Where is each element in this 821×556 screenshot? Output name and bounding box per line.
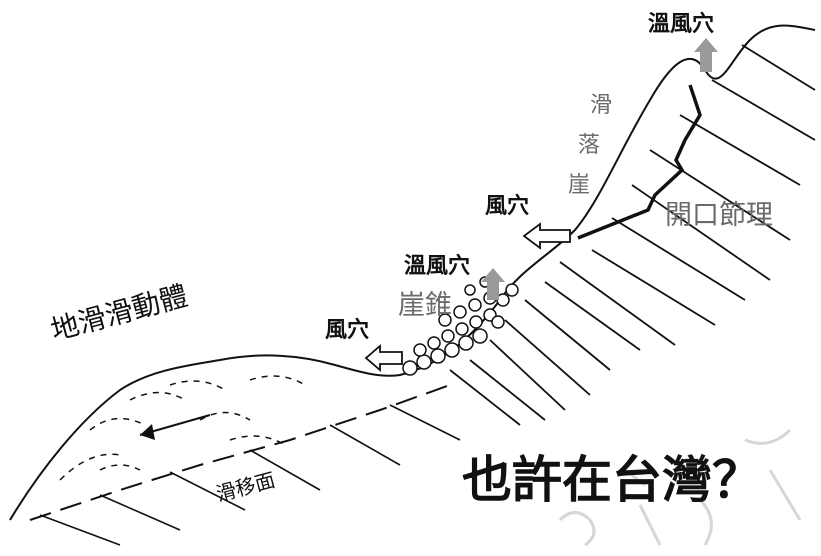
cold-vent-arrows <box>364 222 571 372</box>
vent-mid-label: 風穴 <box>485 194 530 219</box>
headline: 也許在台灣？ <box>462 451 762 509</box>
movement-arrow <box>139 414 211 440</box>
deformation-marks <box>59 375 306 481</box>
scarp-label-3: 崖 <box>568 173 591 198</box>
open-joint-crack <box>577 84 702 240</box>
vent-top-label: 溫風穴 <box>648 12 715 37</box>
open-joint-label: 開口節理 <box>665 200 773 231</box>
slip-surface-line <box>29 384 451 521</box>
warm-vent-mid-label: 溫風穴 <box>404 254 471 279</box>
scarp-label-1: 滑 <box>590 93 613 118</box>
bedrock-ticks <box>39 404 461 546</box>
scarp-label-2: 落 <box>578 133 601 158</box>
vent-low-label: 風穴 <box>325 318 370 343</box>
strata-lines <box>449 44 816 426</box>
talus-label: 崖錐 <box>398 290 452 321</box>
warm-vent-arrows <box>481 38 718 300</box>
watermark <box>558 428 802 547</box>
